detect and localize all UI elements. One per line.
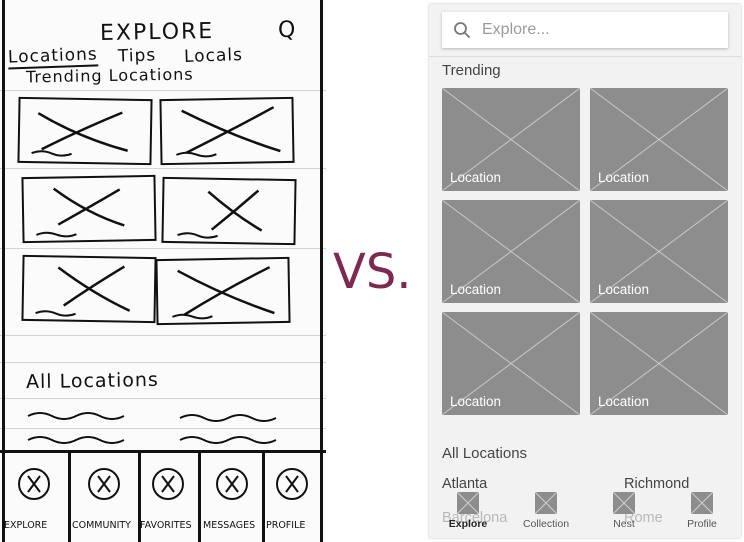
- location-list-item[interactable]: Richmond: [624, 476, 690, 492]
- sketch-card: [21, 174, 157, 244]
- paper-rule: [0, 248, 326, 249]
- tile-label: Location: [598, 170, 650, 185]
- tile-label: Location: [598, 282, 650, 297]
- placeholder-image-icon: [535, 492, 557, 514]
- paper-rule: [0, 90, 326, 91]
- sketch-card: [159, 96, 295, 166]
- sketch-frame-right: [320, 0, 323, 542]
- placeholder-image-icon: [442, 88, 580, 191]
- sketch-nav-divider: [0, 450, 326, 453]
- vs-label: VS.: [333, 244, 412, 300]
- paper-rule: [0, 362, 326, 363]
- sketch-nav-separator: [68, 452, 71, 542]
- sketch-frame-left: [2, 0, 5, 542]
- sketch-nav-label: MESSAGES: [203, 520, 256, 531]
- search-input[interactable]: [482, 21, 712, 39]
- tile-label: Location: [450, 282, 502, 297]
- sketch-nav-icon: [88, 468, 120, 500]
- sketch-nav-separator: [138, 452, 141, 542]
- nav-explore[interactable]: Explore: [431, 492, 505, 538]
- nav-label: Profile: [687, 518, 717, 530]
- sketch-nav-label: EXPLORE: [4, 520, 48, 531]
- sketch-card: [161, 176, 297, 246]
- nav-profile[interactable]: Profile: [665, 492, 739, 538]
- nav-nest[interactable]: Nest: [587, 492, 661, 538]
- tile-label: Location: [450, 170, 502, 185]
- tile-label: Location: [450, 394, 502, 409]
- sketch-card: [21, 254, 157, 324]
- header-divider: [429, 56, 741, 57]
- sketch-card: [155, 256, 291, 326]
- location-list-item[interactable]: Rome: [624, 510, 663, 526]
- sketch-card-x: [31, 111, 128, 157]
- sketch-nav-icon: [18, 468, 50, 500]
- sketch-nav-icon: [216, 468, 248, 500]
- sketch-card: [17, 96, 153, 166]
- sketch-all-locations: All Locations: [25, 368, 160, 394]
- sketch-subtitle: Trending Locations: [25, 64, 194, 87]
- placeholder-image-icon: [457, 492, 479, 514]
- sketch-nav-label: COMMUNITY: [72, 520, 131, 531]
- paper-rule: [0, 335, 326, 336]
- trending-tile[interactable]: Location: [590, 312, 728, 415]
- placeholder-image-icon: [442, 200, 580, 303]
- sketch-card-x: [172, 266, 275, 320]
- nav-label: Nest: [613, 518, 635, 530]
- placeholder-image-icon: [590, 88, 728, 191]
- sketch-nav-icon: [152, 468, 184, 500]
- sketch-card-x: [176, 106, 281, 158]
- sketch-search-icon: Q: [278, 18, 297, 43]
- sketch-nav-separator: [262, 452, 265, 542]
- placeholder-image-icon: [613, 492, 635, 514]
- all-locations-title: All Locations: [442, 445, 528, 462]
- trending-title: Trending: [442, 62, 501, 79]
- sketch-tab-tips: Tips: [117, 45, 157, 67]
- placeholder-image-icon: [590, 200, 728, 303]
- paper-rule: [0, 398, 326, 399]
- sketch-nav-label: FAVORITES: [140, 520, 192, 531]
- wireframe-phone: Trending Location Location Location Loca…: [429, 4, 741, 538]
- sketch-nav-icon: [276, 468, 308, 500]
- sketch-panel: EXPLORE Q Locations Tips Locals Trending…: [0, 0, 326, 542]
- nav-collection[interactable]: Collection: [509, 492, 583, 538]
- location-list-item[interactable]: Atlanta: [442, 476, 488, 492]
- location-list-item[interactable]: Barcelona: [442, 510, 508, 526]
- trending-tile[interactable]: Location: [442, 88, 580, 191]
- search-bar[interactable]: [442, 12, 728, 48]
- trending-tile[interactable]: Location: [442, 200, 580, 303]
- bottom-nav: Explore Collection Nest Profile: [429, 482, 741, 538]
- placeholder-image-icon: [442, 312, 580, 415]
- paper-rule: [0, 428, 326, 429]
- nav-label: Explore: [448, 518, 488, 530]
- sketch-nav-label: PROFILE: [266, 520, 306, 531]
- sketch-nav-separator: [198, 452, 201, 542]
- paper-rule: [0, 168, 326, 169]
- trending-tile[interactable]: Location: [590, 88, 728, 191]
- sketch-card-x: [36, 187, 125, 238]
- nav-label: Collection: [522, 518, 570, 530]
- placeholder-image-icon: [590, 312, 728, 415]
- search-icon[interactable]: [442, 21, 482, 39]
- sketch-list-scribbles: [27, 412, 277, 444]
- trending-tile[interactable]: Location: [442, 312, 580, 415]
- trending-tile[interactable]: Location: [590, 200, 728, 303]
- sketch-card-x: [177, 189, 263, 239]
- tile-label: Location: [598, 394, 650, 409]
- sketch-title: EXPLORE: [99, 19, 215, 46]
- placeholder-image-icon: [691, 492, 713, 514]
- sketch-card-x: [35, 265, 131, 317]
